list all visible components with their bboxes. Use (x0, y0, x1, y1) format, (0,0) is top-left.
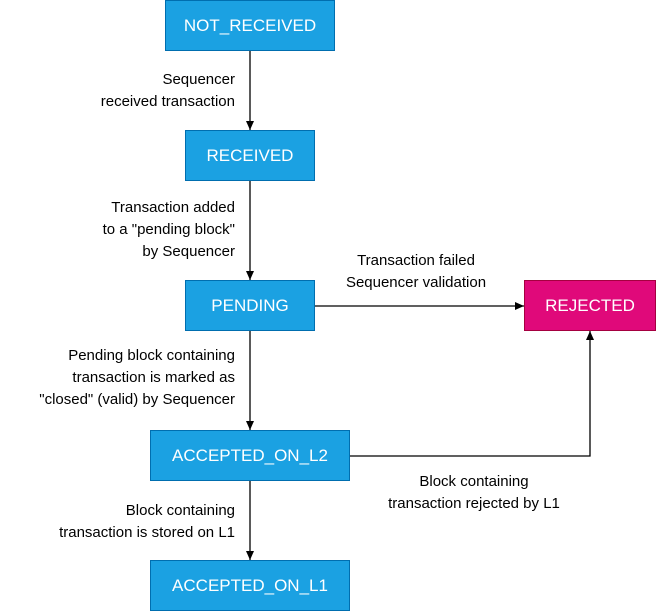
edge-label-received-to-pending: Transaction added to a "pending block" b… (102, 199, 235, 260)
state-accepted-on-l1: ACCEPTED_ON_L1 (150, 560, 350, 611)
state-not-received: NOT_RECEIVED (165, 0, 335, 51)
edge-label-accepted-on-l2-to-accepted-on-l1: Block containing transaction is stored o… (59, 502, 235, 541)
edge-accepted-on-l2-to-rejected (350, 331, 594, 457)
state-received: RECEIVED (185, 130, 315, 181)
edge-label-pending-to-rejected: Transaction failed Sequencer validation (345, 252, 487, 291)
edge-label-accepted-on-l2-to-rejected: Block containing transaction rejected by… (388, 473, 560, 512)
state-rejected: REJECTED (524, 280, 656, 331)
edge-label-pending-to-accepted-on-l2: Pending block containing transaction is … (39, 347, 235, 408)
state-pending: PENDING (185, 280, 315, 331)
state-accepted-on-l2: ACCEPTED_ON_L2 (150, 430, 350, 481)
edge-label-not-received-to-received: Sequencer received transaction (100, 71, 235, 110)
